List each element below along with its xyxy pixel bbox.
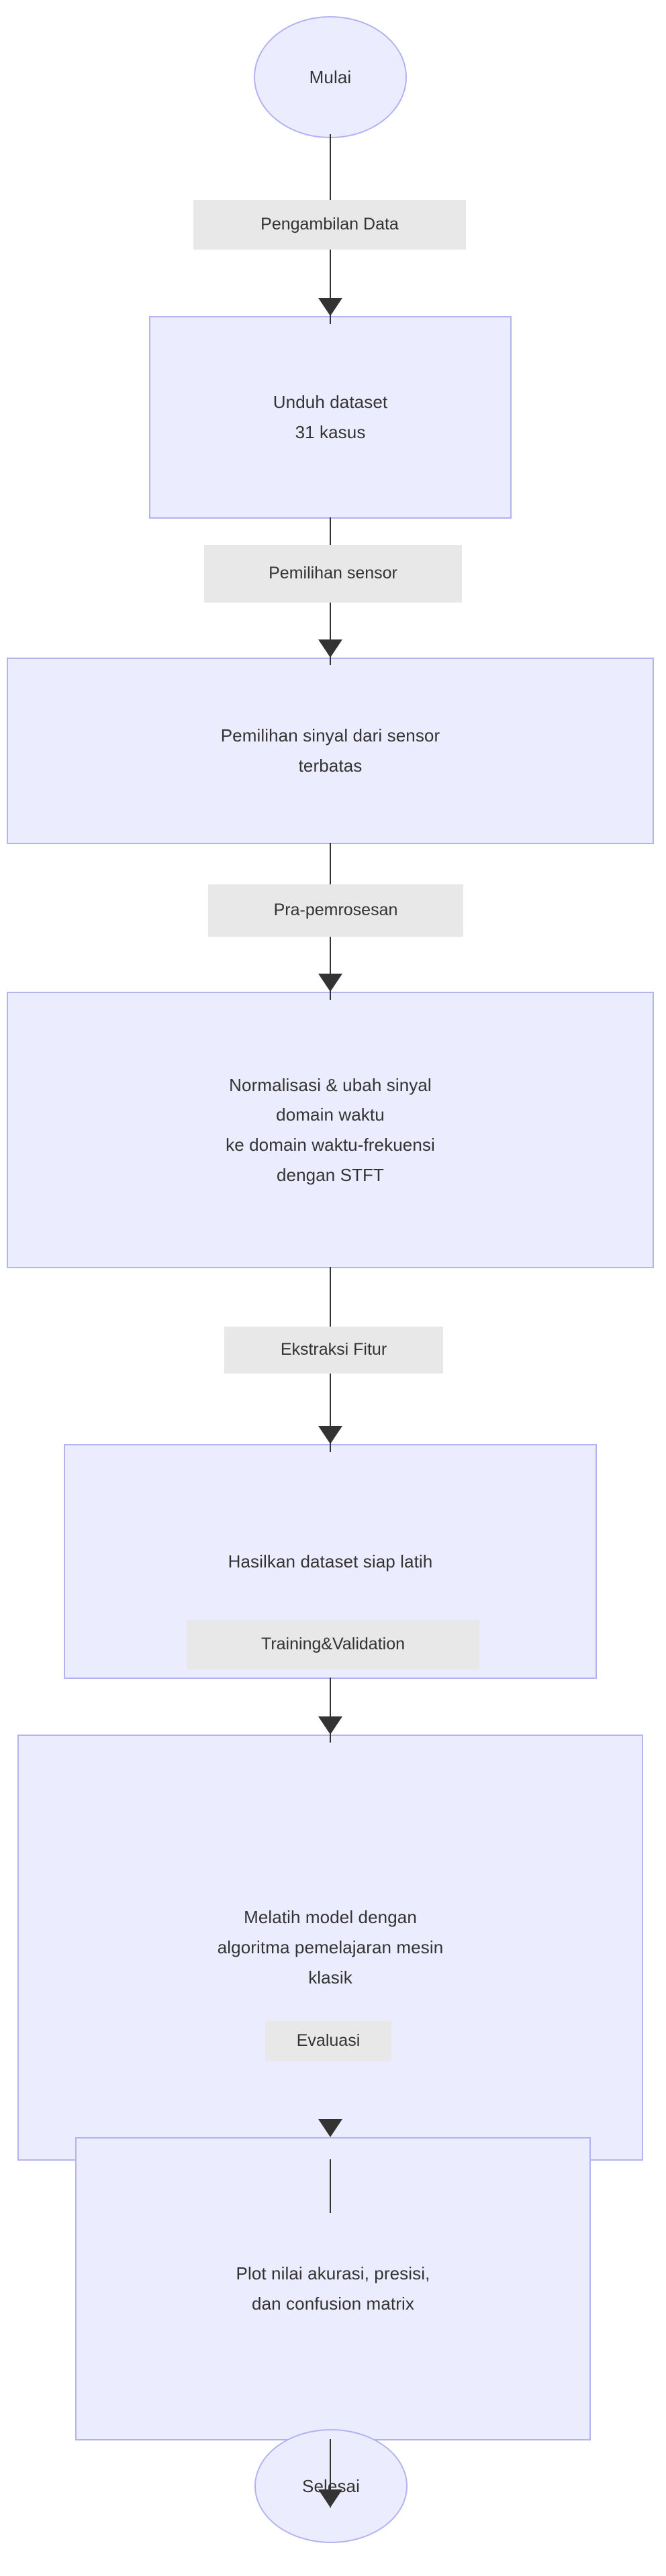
edge-label-pra-pemrosesan: Pra-pemrosesan xyxy=(208,884,463,937)
edge-label-ekstraksi-fitur: Ekstraksi Fitur xyxy=(224,1327,443,1374)
node-select-signal[interactable]: Pemilihan sinyal dari sensor terbatas xyxy=(7,658,654,844)
arrow-head-download xyxy=(318,298,342,316)
node-train-model[interactable]: Melatih model dengan algoritma pemelajar… xyxy=(17,1735,643,2161)
arrow-head-preprocess xyxy=(318,974,342,992)
arrow-head-train xyxy=(318,1716,342,1735)
edge-label-pemilihan-sensor: Pemilihan sensor xyxy=(204,545,462,603)
edge-line-dataset-train xyxy=(330,1678,331,1743)
node-end[interactable]: Selesai xyxy=(254,2429,408,2543)
arrow-head-select xyxy=(318,639,342,658)
node-start[interactable]: Mulai xyxy=(254,16,407,138)
edge-line-evaluate-end xyxy=(330,2439,331,2508)
arrow-head-evaluate xyxy=(318,2119,342,2137)
arrow-head-dataset xyxy=(318,1426,342,1444)
edge-line-train-evaluate xyxy=(330,2159,331,2213)
arrow-head-end xyxy=(318,2489,342,2508)
edge-label-pengambilan-data: Pengambilan Data xyxy=(193,200,466,250)
node-download-dataset[interactable]: Unduh dataset 31 kasus xyxy=(149,316,512,519)
node-preprocess-stft[interactable]: Normalisasi & ubah sinyal domain waktu k… xyxy=(7,992,654,1268)
edge-label-training-validation: Training&Validation xyxy=(187,1620,479,1669)
node-evaluate-metrics[interactable]: Plot nilai akurasi, presisi, dan confusi… xyxy=(75,2137,591,2440)
edge-label-evaluasi: Evaluasi xyxy=(265,2021,391,2061)
